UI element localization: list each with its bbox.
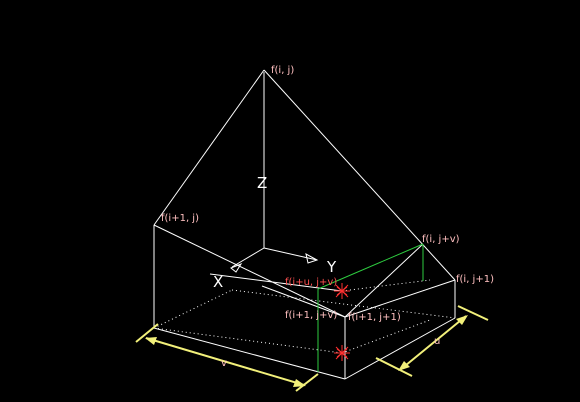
y-axis-label: Y <box>326 258 337 276</box>
label-f-i1-j: f(i+1, j) <box>161 213 199 224</box>
dimension-u-label: u <box>434 336 440 347</box>
label-f-iu-jv: f(i+u, j+v) <box>285 277 337 288</box>
x-axis-line <box>231 247 265 268</box>
label-f-i-j: f(i, j) <box>271 65 294 76</box>
edge-f-i-jv-to-f-i1-j1 <box>344 243 424 318</box>
wireframe <box>153 69 456 380</box>
x-axis-arrowhead <box>230 262 243 273</box>
dimension-v-label: v <box>221 358 227 369</box>
dimension-u-arrow <box>375 305 489 377</box>
z-axis-label: Z <box>257 174 267 192</box>
projected-point-marker <box>334 345 350 361</box>
label-f-i1-j1: f(i+1, j+1) <box>348 312 401 323</box>
green-plane <box>317 243 424 372</box>
label-f-i1-jv: f(i+1, j+v) <box>285 310 337 321</box>
edge-interp-across-top <box>261 285 346 318</box>
edge-apex-to-f-i-j1 <box>263 69 456 281</box>
label-f-i-j1: f(i, j+1) <box>456 274 494 285</box>
dotted-lines <box>153 279 456 354</box>
green-top-line <box>317 243 424 290</box>
edge-top-left <box>153 224 346 318</box>
y-axis-arrowhead <box>305 253 319 264</box>
dimension-v-arrow <box>135 323 319 392</box>
y-axis-line <box>263 247 318 261</box>
dotted-lower-right <box>341 319 431 354</box>
edge-bottom-right <box>344 317 456 380</box>
edge-bottom-left <box>153 327 346 380</box>
base-back-dotted <box>231 289 456 319</box>
label-f-i-jv: f(i, j+v) <box>422 234 460 245</box>
x-axis-label: X <box>213 273 223 291</box>
edge-apex-to-f-i1-j <box>153 69 265 226</box>
interpolated-point-marker <box>334 283 350 299</box>
edge-top-right <box>344 279 456 318</box>
base-left-dotted <box>153 289 233 329</box>
dotted-top-to-right <box>341 279 431 292</box>
